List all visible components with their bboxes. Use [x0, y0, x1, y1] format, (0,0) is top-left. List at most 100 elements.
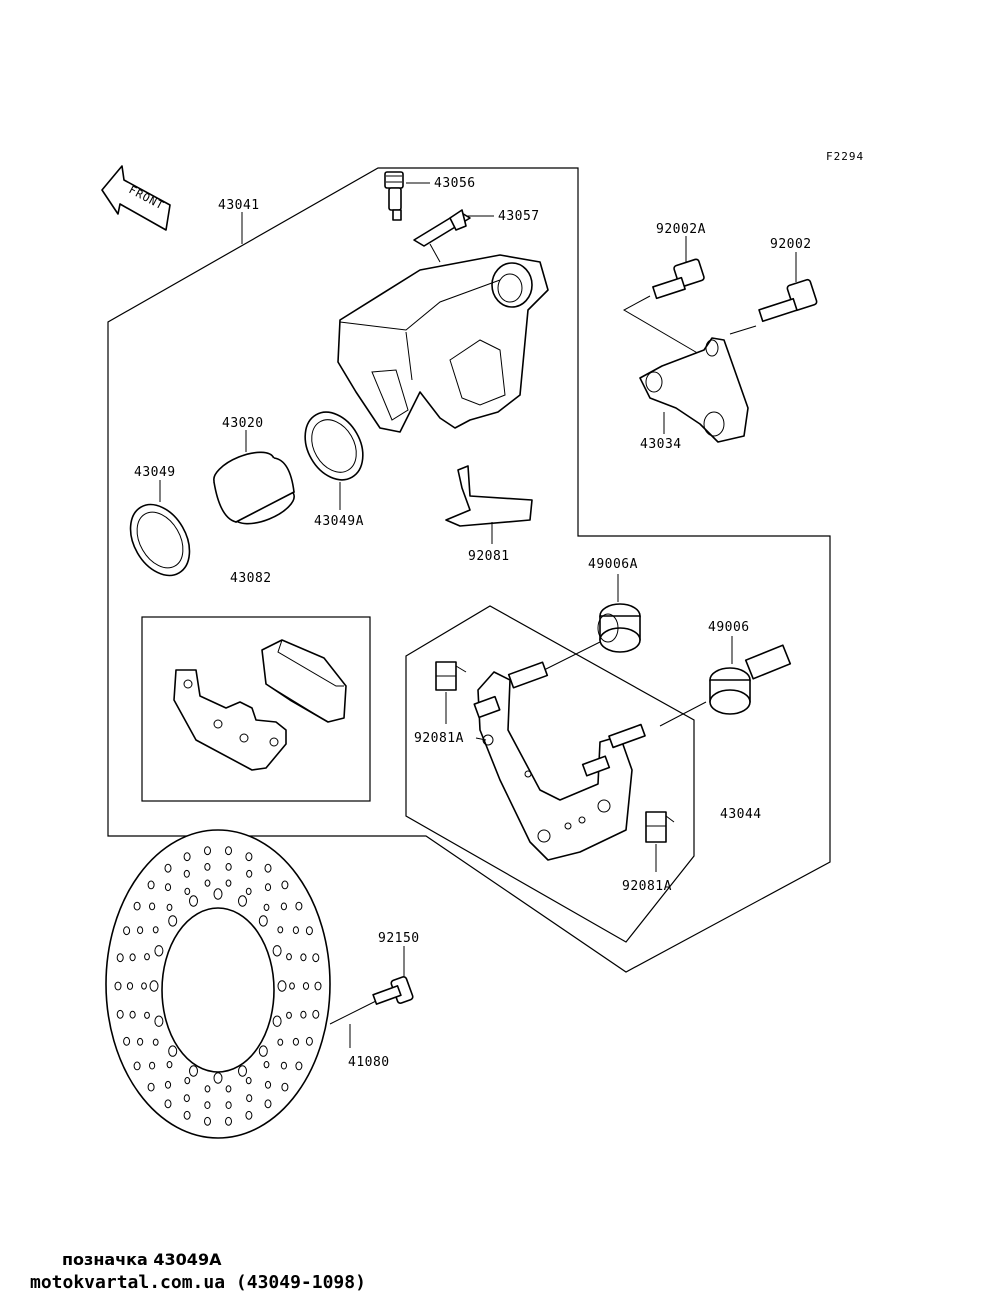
disc-hole — [149, 980, 159, 992]
label-92081A-lower: 92081A — [622, 879, 672, 894]
pad-clip-upper — [435, 661, 467, 691]
disc-hole — [137, 1037, 144, 1046]
bleeder-cap — [413, 209, 471, 247]
label-43020: 43020 — [222, 416, 264, 431]
disc-hole — [147, 880, 155, 890]
pad-spring — [445, 465, 533, 527]
disc-bolt — [372, 976, 414, 1005]
disc-hole — [123, 926, 131, 936]
disc-hole — [292, 1037, 299, 1046]
bracket-plate — [473, 661, 646, 861]
disc-hole — [305, 1036, 313, 1046]
disc-hole — [168, 1045, 178, 1057]
label-43041: 43041 — [218, 198, 260, 213]
piston-seal-43049 — [129, 503, 191, 577]
disc-hole — [225, 1116, 232, 1126]
disc-hole — [295, 1061, 303, 1071]
disc-hole — [272, 1015, 282, 1027]
disc-hole — [152, 926, 159, 934]
front-direction-arrow-icon: FRONT — [101, 165, 171, 231]
disc-hole — [238, 895, 247, 907]
disc-hole — [137, 926, 144, 935]
disc-hole — [295, 901, 303, 911]
disc-hole — [277, 1038, 284, 1046]
disc-hole — [286, 1011, 292, 1019]
disc-hole — [272, 945, 282, 957]
disc-hole — [126, 982, 134, 990]
disc-hole — [166, 903, 173, 912]
disc-hole — [183, 852, 191, 862]
disc-hole — [289, 982, 295, 990]
disc-hole — [281, 880, 289, 890]
disc-hole — [300, 953, 307, 962]
disc-hole — [141, 982, 147, 990]
label-49006: 49006 — [708, 620, 750, 635]
disc-holes — [114, 846, 322, 1126]
bolt-92002 — [758, 278, 818, 323]
caliper-piston — [213, 451, 295, 525]
disc-hole — [149, 1061, 156, 1070]
disc-hole — [184, 1077, 191, 1085]
disc-hole — [164, 1080, 172, 1089]
disc-hole — [264, 1099, 272, 1109]
disc-hole — [258, 915, 268, 927]
disc-hole — [277, 980, 287, 992]
disc-hole — [225, 1085, 232, 1093]
label-43082: 43082 — [230, 571, 272, 586]
disc-hole — [264, 1080, 272, 1089]
disc-hole — [116, 1009, 124, 1019]
disc-hole — [164, 863, 172, 873]
disc-hole — [129, 953, 136, 962]
disc-hole — [204, 846, 211, 856]
disc-hole — [280, 1061, 287, 1070]
disc-hole — [305, 926, 313, 936]
bushing-49006a — [597, 603, 641, 653]
disc-hole — [245, 1110, 253, 1120]
disc-hole — [277, 926, 284, 934]
disc-hole — [144, 953, 150, 961]
brake-pads — [173, 639, 347, 771]
disc-hole — [238, 1065, 247, 1077]
disc-hole — [246, 1094, 253, 1103]
disc-hole — [149, 902, 156, 911]
brake-pad-box — [141, 616, 371, 802]
pad-clip-lower — [645, 811, 675, 843]
disc-hole — [300, 1010, 307, 1019]
disc-hole — [213, 1072, 223, 1084]
bushing-49006 — [709, 644, 792, 715]
disc-hole — [204, 1116, 211, 1126]
disc-hole — [245, 887, 252, 896]
bolt-92002a — [652, 258, 705, 300]
disc-hole — [258, 1045, 268, 1057]
disc-hole — [204, 863, 211, 871]
disc-hole — [183, 1110, 191, 1120]
label-49006A: 49006A — [588, 557, 638, 572]
disc-hole — [133, 901, 141, 911]
caliper-body — [337, 254, 549, 433]
disc-hole — [168, 915, 178, 927]
disc-hole — [152, 1038, 159, 1046]
disc-hole — [225, 863, 232, 871]
disc-hole — [183, 1094, 190, 1103]
label-92002: 92002 — [770, 237, 812, 252]
disc-hole — [204, 1085, 211, 1093]
disc-hole — [166, 1061, 173, 1069]
disc-hole — [213, 888, 223, 900]
disc-hole — [204, 879, 211, 887]
disc-hole — [312, 1009, 320, 1019]
disc-hole — [189, 895, 198, 907]
disc-hole — [245, 1077, 252, 1085]
label-92081A-upper: 92081A — [414, 731, 464, 746]
disc-hole — [114, 981, 122, 991]
watermark-text: motokvartal.com.ua (43049-1098) — [30, 1272, 366, 1293]
disc-hole — [164, 883, 172, 892]
label-43044: 43044 — [720, 807, 762, 822]
disc-hole — [154, 1015, 164, 1027]
brake-disc — [105, 829, 331, 1139]
label-92081: 92081 — [468, 549, 510, 564]
bracket-assembly-outline — [405, 605, 695, 943]
disc-hole — [133, 1061, 141, 1071]
disc-hole — [183, 869, 190, 878]
disc-hole — [302, 982, 310, 990]
bleeder-valve — [384, 171, 404, 221]
